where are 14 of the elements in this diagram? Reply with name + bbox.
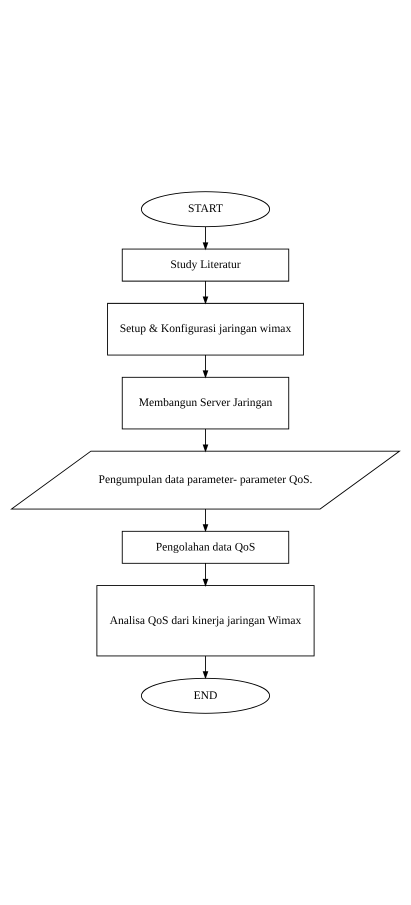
- arrow: [202, 508, 208, 532]
- node-box: Setup & Konfigurasi jaringan wimax: [107, 302, 304, 356]
- arrow: [202, 428, 208, 452]
- arrow: [202, 354, 208, 378]
- node-box: Study Literatur: [122, 248, 290, 282]
- node-box: Pengolahan data QoS: [122, 530, 290, 564]
- node-ellipse: START: [140, 191, 270, 228]
- arrow: [202, 656, 208, 680]
- node-box: Membangun Server Jaringan: [122, 376, 290, 430]
- node-box: Analisa QoS dari kinerja jaringan Wimax: [96, 585, 315, 656]
- arrow: [202, 280, 208, 304]
- arrow: [202, 562, 208, 587]
- arrow: [202, 226, 208, 250]
- node-ellipse: END: [140, 678, 270, 714]
